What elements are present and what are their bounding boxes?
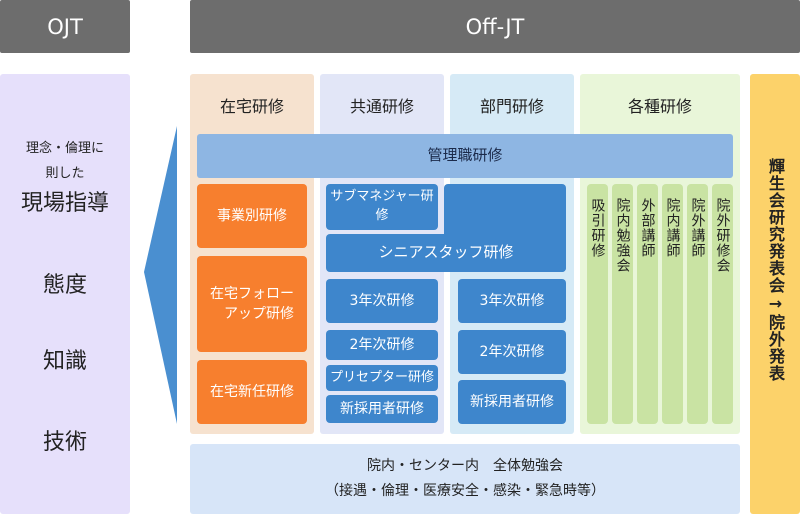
research-presentation-panel: 輝生会研究発表会→院外発表 <box>750 74 800 514</box>
research-presentation-text: 輝生会研究発表会→院外発表 <box>766 158 785 382</box>
internal-lecturer: 院内講師 <box>662 184 683 424</box>
home-new-assignment-training: 在宅新任研修 <box>197 360 307 424</box>
home-followup-training: 在宅フォロー アップ研修 <box>197 256 307 352</box>
home-followup-line2: アップ研修 <box>224 306 294 322</box>
common-column-title: 共通研修 <box>349 97 414 116</box>
ojt-onsite-guidance: 現場指導 <box>20 191 109 216</box>
senior-staff-training: シニアスタッフ研修 <box>326 234 566 272</box>
suction-training: 吸引研修 <box>587 184 608 424</box>
ojt-attitude: 態度 <box>42 273 87 298</box>
various-column-title: 各種研修 <box>627 97 692 116</box>
ojt-skill: 技術 <box>42 430 87 455</box>
in-hospital-study: 院内勉強会 <box>612 184 633 424</box>
home-column-title: 在宅研修 <box>219 97 284 116</box>
all-staff-study-panel: 院内・センター内 全体勉強会 （接遇・倫理・医療安全・感染・緊急時等） <box>190 444 740 514</box>
dept-year2-training: 2年次研修 <box>458 330 566 374</box>
dept-new-hire-training: 新採用者研修 <box>458 380 566 424</box>
home-followup-line1: 在宅フォロー <box>210 285 294 302</box>
outside-seminar: 院外研修会 <box>712 184 733 424</box>
submanager-training: サブマネジャー研修 <box>326 184 438 230</box>
ojt-panel <box>0 74 130 514</box>
dept-column-title: 部門研修 <box>479 97 544 116</box>
outside-lecturer: 院外講師 <box>687 184 708 424</box>
all-staff-study-title: 院内・センター内 全体勉強会 <box>367 457 563 474</box>
common-year3-training: 3年次研修 <box>326 279 438 323</box>
offjt-header: Off-JT <box>190 0 800 53</box>
business-training: 事業別研修 <box>197 184 307 248</box>
connector-arrow <box>144 126 177 424</box>
common-year2-training: 2年次研修 <box>326 330 438 360</box>
common-new-hire-training: 新採用者研修 <box>326 395 438 423</box>
ojt-principle-line2: 則した <box>45 166 85 181</box>
ojt-knowledge: 知識 <box>42 349 87 374</box>
external-lecturer: 外部講師 <box>637 184 658 424</box>
all-staff-study-topics: （接遇・倫理・医療安全・感染・緊急時等） <box>325 483 605 499</box>
ojt-header: OJT <box>0 0 130 53</box>
dept-year3-training: 3年次研修 <box>458 279 566 323</box>
ojt-principle-line1: 理念・倫理に <box>25 141 104 156</box>
management-training: 管理職研修 <box>197 134 733 178</box>
preceptor-training: プリセプター研修 <box>326 365 438 391</box>
